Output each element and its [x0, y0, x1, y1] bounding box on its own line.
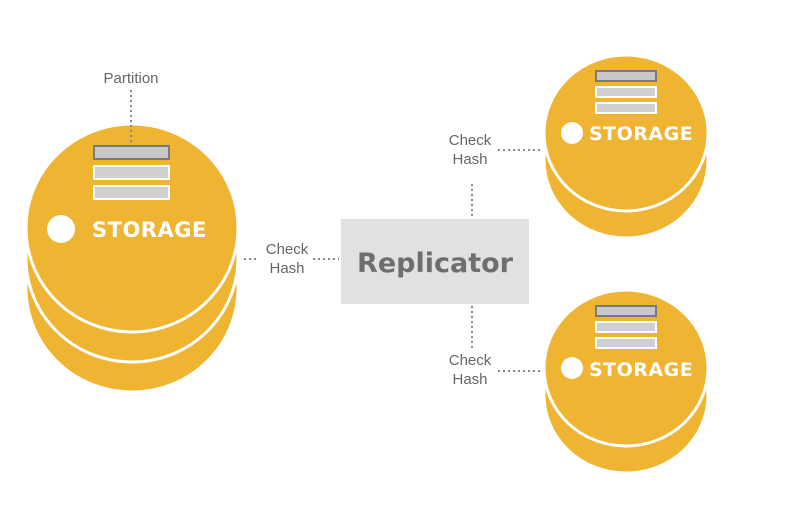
check-hash-line2: Hash — [452, 151, 487, 168]
check-hash-label-left: Check Hash — [266, 241, 309, 277]
partition-slot-highlighted — [93, 145, 170, 160]
storage-label: STORAGE — [589, 123, 693, 145]
partition-label: Partition — [103, 70, 158, 87]
storage-node-top-right: STORAGE — [542, 53, 710, 240]
partition-slot — [595, 321, 657, 333]
replicator-label: Replicator — [357, 248, 514, 279]
partition-slot-highlighted — [595, 70, 657, 82]
partition-slot — [595, 86, 657, 98]
storage-node-main: STORAGE — [24, 122, 240, 394]
partition-slot — [595, 337, 657, 349]
check-hash-line1: Check — [449, 132, 492, 149]
partition-slot — [93, 185, 170, 200]
replicator-box — [341, 219, 529, 304]
status-dot — [47, 215, 75, 243]
check-hash-label-top-right: Check Hash — [449, 132, 492, 168]
storage-label: STORAGE — [589, 359, 693, 381]
partition-slots — [93, 145, 170, 200]
partition-slot — [93, 165, 170, 180]
status-dot — [561, 122, 583, 144]
check-hash-line2: Hash — [269, 260, 304, 277]
check-hash-label-bottom-right: Check Hash — [449, 352, 492, 388]
partition-slots — [595, 70, 657, 114]
partition-slot — [595, 102, 657, 114]
replicator-node: Replicator — [341, 219, 529, 304]
storage-node-bottom-right: STORAGE — [542, 288, 710, 475]
check-hash-line2: Hash — [452, 371, 487, 388]
partition-slots — [595, 305, 657, 349]
partition-slot-highlighted — [595, 305, 657, 317]
storage-label: STORAGE — [92, 218, 207, 242]
status-dot — [561, 357, 583, 379]
check-hash-line1: Check — [266, 241, 309, 258]
check-hash-line1: Check — [449, 352, 492, 369]
